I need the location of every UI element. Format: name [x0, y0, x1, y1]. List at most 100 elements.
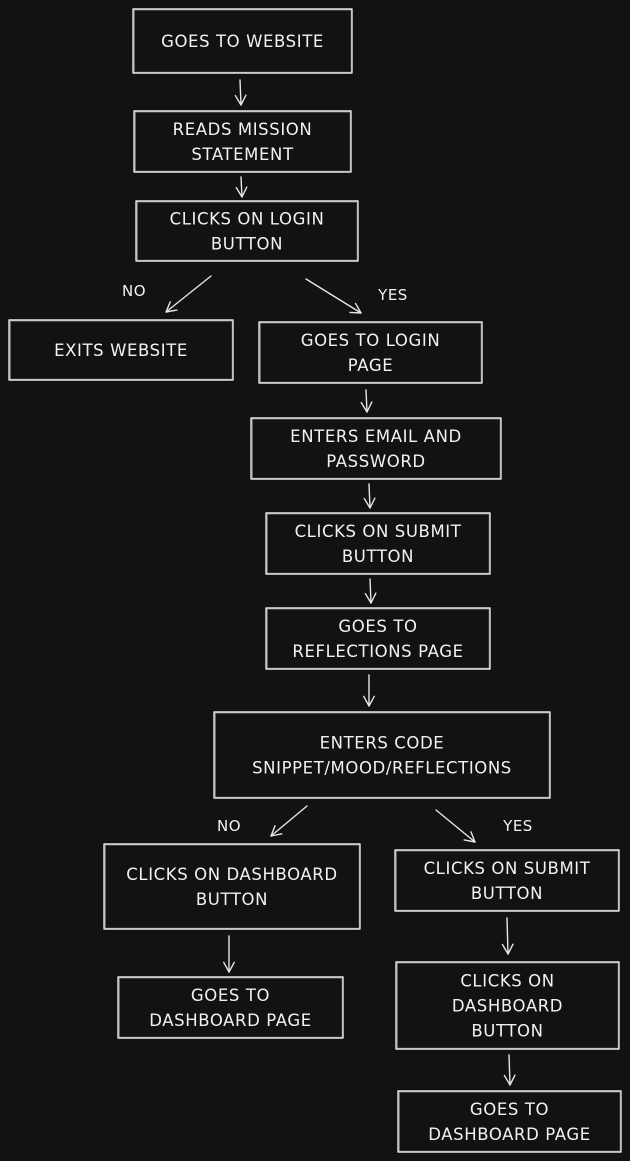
node-label: BUTTON — [196, 890, 268, 909]
edge-label-code-no: NO — [217, 817, 241, 835]
node-box-sketch — [266, 608, 491, 670]
node-box — [265, 607, 491, 670]
node-label: DASHBOARD — [452, 997, 563, 1016]
edge-login-to-login-page-line — [305, 278, 362, 314]
node-box — [397, 1090, 622, 1153]
edge-login-page-to-email-line — [365, 389, 368, 413]
node-box-sketch — [9, 320, 234, 381]
node-box — [265, 512, 491, 575]
node-box-sketch — [395, 850, 620, 912]
edge-mission-to-login-button-arrow — [235, 176, 248, 198]
node-label: STATEMENT — [191, 145, 294, 164]
node-box-sketch — [266, 513, 491, 575]
edge-dashboard-button-to-page-arrow — [223, 935, 235, 973]
node-reads-mission: READS MISSION STATEMENT — [133, 110, 352, 173]
edge-login-to-login-page-arrowhead — [349, 302, 362, 314]
edge-label-code-yes: YES — [502, 817, 533, 835]
node-clicks-login: CLICKS ON LOGIN BUTTON — [135, 200, 359, 262]
node-goes-to-website: GOES TO WEBSITE — [132, 8, 353, 74]
edge-reflections-to-code-arrow — [363, 674, 375, 707]
edge-dashboard-button-to-final-arrow — [503, 1054, 516, 1086]
node-box-sketch — [259, 322, 483, 384]
node-box — [258, 321, 483, 384]
node-label: CLICKS ON LOGIN — [170, 210, 325, 229]
node-box-sketch — [251, 418, 502, 480]
edge-submit-to-dashboard-button-arrow — [501, 917, 514, 955]
edge-login-page-to-email-arrow — [360, 389, 373, 413]
edge-code-to-submit-button-arrow — [435, 809, 476, 843]
node-label: ENTERS CODE — [320, 734, 445, 753]
edge-submit-to-dashboard-button-arrowhead — [501, 943, 514, 955]
node-clicks-dashboard-1: CLICKS ON DASHBOARD BUTTON — [103, 843, 361, 930]
node-box-sketch — [118, 977, 344, 1039]
node-box — [394, 849, 620, 912]
node-box-sketch — [214, 712, 551, 799]
node-label: GOES TO WEBSITE — [161, 32, 324, 51]
node-label: CLICKS ON DASHBOARD — [126, 865, 337, 884]
node-label: DASHBOARD PAGE — [428, 1125, 591, 1144]
flowchart-edges — [165, 79, 516, 1086]
node-clicks-dashboard-2: CLICKS ON DASHBOARD BUTTON — [395, 961, 620, 1050]
node-label: GOES TO — [191, 986, 270, 1005]
node-box — [103, 843, 361, 930]
node-label: CLICKS ON — [460, 972, 554, 991]
edge-mission-to-login-button-line — [240, 176, 243, 198]
node-box-sketch — [134, 111, 352, 173]
node-box-sketch — [104, 844, 361, 930]
edge-login-to-exit-arrow — [165, 275, 212, 313]
node-label: CLICKS ON SUBMIT — [295, 522, 462, 541]
edge-code-to-dashboard-button-line — [270, 805, 308, 837]
node-label: GOES TO LOGIN — [301, 331, 441, 350]
edge-email-to-submit-arrowhead — [363, 497, 376, 509]
edge-submit-to-reflections-line — [369, 578, 372, 604]
edge-dashboard-button-to-final-arrowhead — [503, 1074, 516, 1086]
edge-mission-to-login-button-arrowhead — [235, 186, 248, 198]
edge-code-to-dashboard-button-arrow — [270, 805, 308, 837]
node-box-sketch — [133, 9, 353, 74]
edge-submit-to-reflections-arrowhead — [364, 592, 377, 604]
node-box-sketch — [136, 201, 359, 262]
node-box — [132, 8, 353, 74]
node-box — [135, 200, 359, 262]
node-box — [395, 961, 620, 1050]
node-label: BUTTON — [471, 884, 543, 903]
edge-dashboard-button-to-page-arrowhead — [223, 961, 235, 973]
node-label: EXITS WEBSITE — [54, 341, 188, 360]
node-box-sketch — [398, 1091, 622, 1153]
node-goes-login-page: GOES TO LOGIN PAGE — [258, 321, 483, 384]
node-label: READS MISSION — [173, 120, 313, 139]
flowchart-nodes: GOES TO WEBSITE READS MISSION STATEMENT CLI… — [8, 8, 622, 1153]
edge-submit-to-dashboard-button-line — [506, 917, 509, 955]
node-goes-dashboard-2: GOES TO DASHBOARD PAGE — [397, 1090, 622, 1153]
node-clicks-submit-2: CLICKS ON SUBMIT BUTTON — [394, 849, 620, 912]
node-box — [117, 976, 344, 1039]
node-label: PAGE — [348, 356, 394, 375]
edge-login-to-exit-line — [165, 275, 212, 313]
edge-dashboard-button-to-final-line — [508, 1054, 511, 1086]
edge-email-to-submit-arrow — [363, 483, 376, 509]
node-label: GOES TO — [338, 617, 417, 636]
node-box-sketch — [396, 962, 620, 1050]
node-box — [213, 711, 551, 799]
edge-code-to-dashboard-button-arrowhead — [270, 825, 283, 837]
node-box — [133, 110, 352, 173]
node-label: SNIPPET/MOOD/REFLECTIONS — [252, 759, 512, 778]
edge-website-to-mission-arrow — [234, 79, 247, 106]
node-enters-code: ENTERS CODE SNIPPET/MOOD/REFLECTIONS — [213, 711, 551, 799]
edge-login-to-login-page-arrow — [305, 278, 362, 314]
edge-code-to-submit-button-arrowhead — [463, 831, 476, 843]
edge-label-login-yes: YES — [377, 286, 408, 304]
edge-login-page-to-email-arrowhead — [360, 401, 373, 413]
node-label: ENTERS EMAIL AND — [290, 427, 462, 446]
node-label: GOES TO — [470, 1100, 549, 1119]
node-label: BUTTON — [471, 1022, 543, 1041]
node-label: CLICKS ON SUBMIT — [424, 859, 591, 878]
node-label: BUTTON — [211, 235, 283, 254]
node-exits-website: EXITS WEBSITE — [8, 319, 234, 381]
edge-code-to-submit-button-line — [435, 809, 476, 843]
node-label: REFLECTIONS PAGE — [292, 642, 463, 661]
